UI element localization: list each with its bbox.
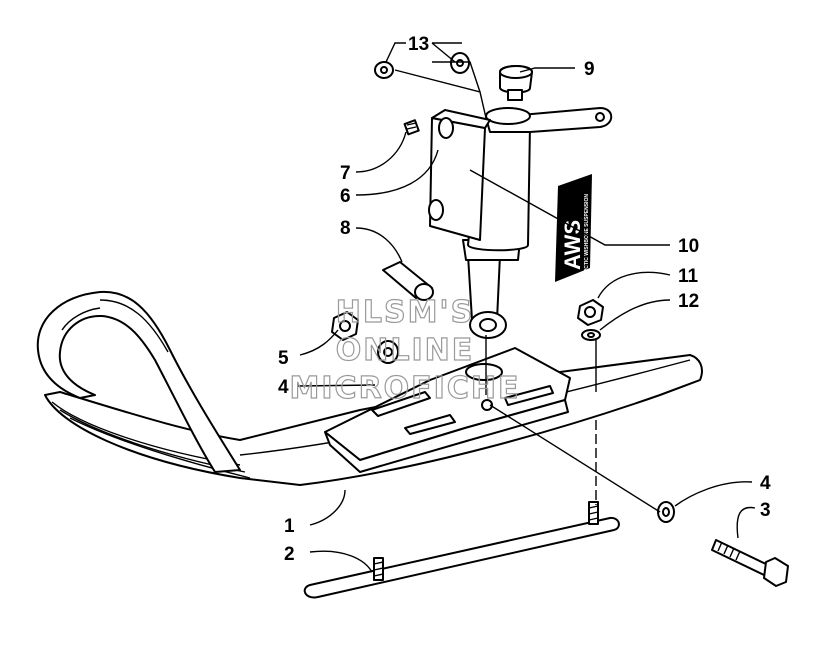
callout-5: 5 bbox=[278, 348, 289, 369]
callout-1: 1 bbox=[284, 516, 295, 537]
assembly-lines bbox=[394, 61, 661, 513]
aws-decal-text: AWS bbox=[560, 220, 585, 270]
watermark-line-3: MICROFICHE bbox=[290, 371, 521, 406]
watermark: HLSM'S ONLINE MICROFICHE bbox=[289, 294, 521, 406]
callout-10: 10 bbox=[678, 236, 699, 257]
washer-bolt bbox=[657, 501, 675, 523]
set-screw bbox=[403, 119, 420, 136]
callout-2: 2 bbox=[284, 544, 295, 565]
hex-bolt bbox=[711, 539, 789, 587]
washer-13b bbox=[450, 52, 470, 74]
lock-nut-right bbox=[577, 299, 604, 326]
watermark-line-2: ONLINE bbox=[336, 333, 475, 368]
shock-absorber bbox=[428, 107, 613, 339]
callouts: 1 2 3 4 4 5 6 7 8 9 10 11 12 13 bbox=[278, 34, 771, 565]
ski-saddle bbox=[324, 347, 571, 473]
wear-bar bbox=[303, 501, 620, 599]
callout-4-right: 4 bbox=[760, 473, 771, 494]
shock-cap bbox=[499, 65, 533, 101]
callout-9: 9 bbox=[584, 59, 595, 80]
callout-13: 13 bbox=[408, 34, 429, 55]
callout-4-left: 4 bbox=[278, 377, 289, 398]
callout-7: 7 bbox=[340, 163, 351, 184]
callout-3: 3 bbox=[760, 500, 771, 521]
washer-13a bbox=[374, 61, 394, 79]
spacer-sleeve bbox=[382, 261, 434, 301]
washer-left bbox=[377, 340, 399, 364]
callout-8: 8 bbox=[340, 218, 351, 239]
callout-11: 11 bbox=[678, 266, 699, 287]
callout-12: 12 bbox=[678, 291, 699, 312]
watermark-line-1: HLSM'S bbox=[336, 295, 474, 330]
washer-right bbox=[581, 329, 601, 341]
lock-nut-left bbox=[331, 311, 359, 341]
callout-6: 6 bbox=[340, 186, 351, 207]
leader-lines bbox=[297, 42, 756, 573]
